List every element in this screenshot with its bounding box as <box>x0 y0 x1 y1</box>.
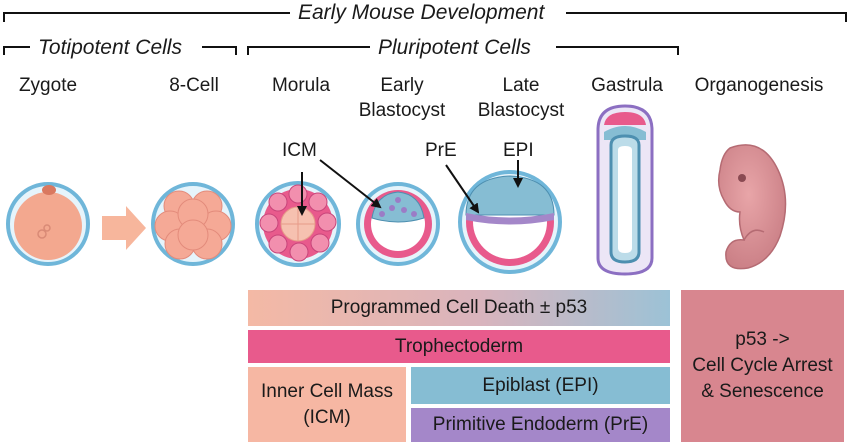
stage-label-zygote: Zygote <box>18 75 78 96</box>
early-blastocyst-line-2: Blastocyst <box>358 100 446 121</box>
label-icm: ICM <box>282 140 317 161</box>
epiblast-bar-bg <box>411 367 670 404</box>
label-epi: EPI <box>503 140 534 161</box>
zygote-cell <box>6 182 90 266</box>
trophectoderm-bar-bg <box>248 330 670 363</box>
pluripotent-header: Pluripotent Cells <box>372 35 537 61</box>
early-blastocyst <box>356 182 440 266</box>
epiblast-bar-label: Epiblast (EPI) <box>482 374 599 396</box>
late-blastocyst-line-1: Late <box>502 75 540 96</box>
organogenesis-embryo <box>717 144 787 270</box>
icm-arrow-blastocyst <box>319 159 382 209</box>
stage-label-morula: Morula <box>271 75 331 96</box>
late-blastocyst-line-2: Blastocyst <box>477 100 565 121</box>
stage-label-late-blastocyst: Late Blastocyst <box>466 73 576 123</box>
p53-line-3: & Senescence <box>701 381 824 402</box>
gastrula-embryo <box>596 104 654 276</box>
bracket-early-development <box>3 12 847 22</box>
pcd-bar-label: Programmed Cell Death ± p53 <box>330 297 588 318</box>
trophectoderm-bar-label: Trophectoderm <box>394 335 524 357</box>
stage-label-organogenesis: Organogenesis <box>694 75 824 96</box>
p53-box-label: p53 -> Cell Cycle Arrest & Senescence <box>681 290 844 442</box>
primitive-endoderm-bar-label: Primitive Endoderm (PrE) <box>432 414 649 435</box>
p53-line-1: p53 -> <box>735 329 790 350</box>
totipotent-header: Totipotent Cells <box>32 35 188 61</box>
stage-label-gastrula: Gastrula <box>591 75 663 96</box>
pre-arrow <box>445 164 480 214</box>
icm-box-label: Inner Cell Mass (ICM) <box>248 367 406 442</box>
p53-line-2: Cell Cycle Arrest <box>692 355 833 376</box>
icm-box-line-1: Inner Cell Mass <box>261 380 393 402</box>
bracket-pluripotent <box>247 46 679 55</box>
label-pre: PrE <box>425 140 457 161</box>
pcd-bar-bg <box>248 290 670 326</box>
progression-arrow <box>102 206 146 250</box>
morula-embryo <box>255 181 341 267</box>
icm-box-line-2: (ICM) <box>303 406 351 428</box>
primitive-endoderm-bar-bg <box>411 408 670 442</box>
bracket-totipotent <box>3 46 237 55</box>
stage-label-8-cell: 8-Cell <box>169 75 219 96</box>
late-blastocyst <box>458 170 562 274</box>
eight-cell-embryo <box>151 182 235 266</box>
early-blastocyst-line-1: Early <box>380 75 424 96</box>
stage-label-early-blastocyst: Early Blastocyst <box>352 73 452 123</box>
icm-box-bg <box>248 367 406 442</box>
p53-box-bg <box>681 290 844 442</box>
main-title: Early Mouse Development <box>292 0 551 26</box>
